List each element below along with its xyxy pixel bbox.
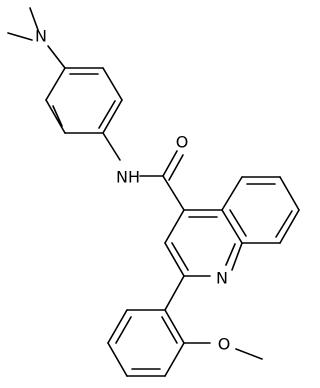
ph-bond-5 [164,342,185,377]
pyr-bond-c3-c2 [164,242,185,277]
amide-group [102,132,185,211]
bond-o-to-methyl [235,348,263,360]
bond-methyl-a [7,32,33,41]
bond-c2-to-phenyl [164,275,185,311]
bond-carbonyl-o-1 [162,150,178,177]
methoxy-group [183,342,263,360]
atom-label-o-methoxy: O [218,335,231,354]
pyr-bond-n-c8a [231,242,243,271]
bond-n-to-ring [47,45,66,69]
pyr-bond-c8a-c4a [221,209,243,244]
bond-ring-to-nh [102,132,121,161]
benzo-double-2 [275,210,293,238]
pyr-double-n-c8a [225,243,236,266]
atom-label-o-carbonyl: O [176,133,189,152]
ring1-bond-3 [102,99,123,134]
ring1-bond-6 [45,67,66,101]
pyr-bond-c4-c3 [164,209,185,244]
ring1-bond-2 [102,67,123,101]
ring1-double-3 [52,105,63,127]
ph-bond-6 [164,309,185,344]
atom-label-n-quinoline: N [216,269,228,288]
benzo-bond-1 [221,176,243,211]
benzo-double-3 [229,209,247,237]
molecule-structure-diagram: N NH O N O [7,7,300,377]
benzo-bond-3 [279,176,300,211]
pyr-double-c3-c2 [171,242,189,271]
benzo-bond-4 [279,209,300,244]
ph-double-1 [115,316,132,344]
ph-double-3 [161,316,178,344]
quinoline-benzo-ring [221,176,300,244]
bond-carbonyl-o-2 [168,154,184,181]
bond-methyl-b [29,7,39,31]
dimethylamino-group [7,7,66,69]
quinoline-pyridine-ring [164,209,243,277]
ring1-double-2 [98,100,116,129]
ph-bond-2 [107,309,128,344]
bond-carbonyl-to-c4 [162,175,185,211]
atom-label-nh-amide: NH [116,168,140,187]
aniline-ring [45,67,123,134]
methoxyphenyl-ring [107,275,185,377]
ph-bond-3 [107,342,128,377]
atom-label-n-amine: N [35,27,47,46]
ring1-bond-5 [45,99,66,134]
